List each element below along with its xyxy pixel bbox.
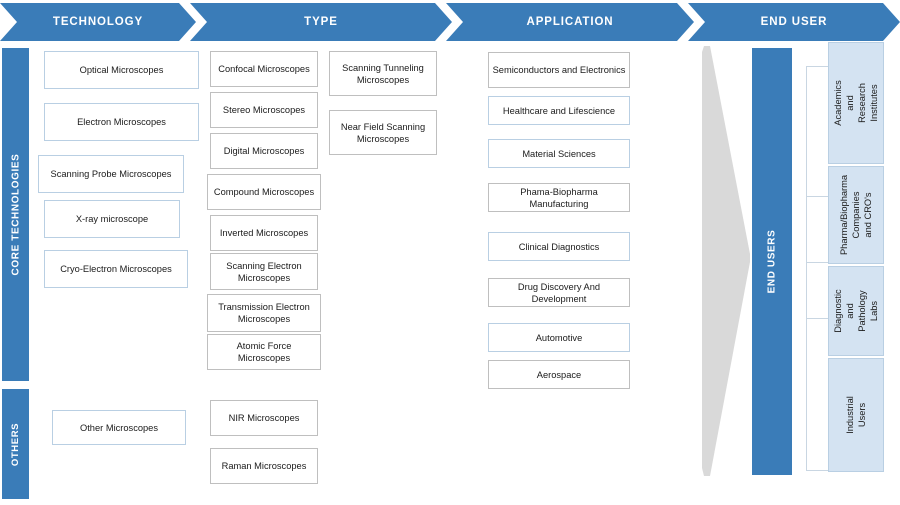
stage-header-end-user-label: END USER (760, 16, 828, 28)
technology-box-label: Other Microscopes (79, 422, 159, 433)
technology-box-label: X-ray microscope (75, 214, 149, 224)
type-box-label: NIR Microscopes (228, 413, 300, 423)
end-user-connector-stub-2 (806, 196, 828, 197)
type-box-label: Transmission Electron Microscopes (218, 302, 310, 324)
application-box-material-sciences[interactable]: Material Sciences (488, 139, 630, 168)
end-user-connector-spine (806, 66, 807, 470)
application-box-aerospace[interactable]: Aerospace (488, 360, 630, 389)
technology-box-cryo-electron-microscopes[interactable]: Cryo-Electron Microscopes (44, 250, 188, 288)
technology-box-label: Optical Microscopes (79, 65, 164, 75)
technology-box-optical-microscopes[interactable]: Optical Microscopes (44, 51, 199, 89)
application-box-healthcare-and-lifescience[interactable]: Healthcare and Lifescience (488, 96, 630, 125)
stage-header-band: TECHNOLOGY TYPE APPLICATION END USER (0, 3, 900, 41)
application-box-label: Aerospace (536, 369, 582, 380)
type-box-label: Scanning Tunneling Microscopes (342, 62, 424, 85)
application-box-clinical-diagnostics[interactable]: Clinical Diagnostics (488, 232, 630, 261)
type-box-transmission-electron-microscopes[interactable]: Transmission Electron Microscopes (207, 294, 321, 332)
type-box-confocal-microscopes[interactable]: Confocal Microscopes (210, 51, 318, 87)
stage-header-application[interactable]: APPLICATION (446, 3, 694, 41)
type-box-label: Scanning Electron Microscopes (226, 260, 302, 283)
stage-header-technology-label: TECHNOLOGY (52, 16, 144, 28)
stage-header-type[interactable]: TYPE (190, 3, 452, 41)
application-box-pharma-biopharma-manufacturing[interactable]: Phama-Biopharma Manufacturing (488, 183, 630, 212)
end-user-connector-stub-5 (806, 470, 828, 471)
type-box-raman-microscopes[interactable]: Raman Microscopes (210, 448, 318, 484)
sidebar-others: OTHERS (2, 389, 29, 499)
application-box-label: Clinical Diagnostics (518, 241, 600, 252)
technology-box-label: Electron Microscopes (77, 117, 166, 127)
type-box-stereo-microscopes[interactable]: Stereo Microscopes (210, 92, 318, 128)
type-box-label: Digital Microscopes (223, 146, 305, 156)
type-box-scanning-tunneling-microscopes[interactable]: Scanning Tunneling Microscopes (329, 51, 437, 96)
application-box-automotive[interactable]: Automotive (488, 323, 630, 352)
end-user-box-diagnostic-and-pathology-labs[interactable]: Diagnostic and Pathology Labs (828, 266, 884, 356)
end-user-box-pharma-biopharma-companies-and-cros[interactable]: Pharma/Biopharma Companies and CRO's (828, 166, 884, 264)
type-box-atomic-force-microscopes[interactable]: Atomic Force Microscopes (207, 334, 321, 370)
type-box-label: Raman Microscopes (221, 461, 307, 471)
application-box-drug-discovery-and-development[interactable]: Drug Discovery And Development (488, 278, 630, 307)
end-user-box-industrial-users[interactable]: Industrial Users (828, 358, 884, 472)
type-box-label: Inverted Microscopes (219, 228, 309, 238)
end-user-box-academics-and-research-institutes[interactable]: Academics and Research Institutes (828, 42, 884, 164)
stage-header-end-user[interactable]: END USER (688, 3, 900, 41)
sidebar-end-users: END USERS (752, 48, 792, 475)
stage-header-application-label: APPLICATION (526, 16, 614, 28)
end-user-box-label: Industrial Users (845, 396, 867, 434)
end-user-connector-stub-4 (806, 318, 828, 319)
end-user-box-label: Diagnostic and Pathology Labs (833, 289, 879, 333)
type-box-near-field-scanning-microscopes[interactable]: Near Field Scanning Microscopes (329, 110, 437, 155)
sidebar-core-technologies: CORE TECHNOLOGIES (2, 48, 29, 381)
application-box-label: Phama-Biopharma Manufacturing (520, 186, 598, 209)
application-box-label: Material Sciences (522, 148, 596, 159)
sidebar-end-users-label: END USERS (766, 229, 778, 294)
application-box-label: Healthcare and Lifescience (502, 105, 616, 116)
application-box-label: Semiconductors and Electronics (492, 65, 626, 75)
type-box-label: Compound Microscopes (213, 187, 315, 197)
end-user-connector-stub-1 (806, 66, 828, 67)
application-box-label: Automotive (535, 332, 583, 343)
type-box-label: Atomic Force Microscopes (236, 341, 292, 363)
type-box-nir-microscopes[interactable]: NIR Microscopes (210, 400, 318, 436)
sidebar-core-technologies-label: CORE TECHNOLOGIES (10, 153, 21, 276)
technology-box-xray-microscope[interactable]: X-ray microscope (44, 200, 180, 238)
technology-box-label: Scanning Probe Microscopes (50, 169, 172, 179)
technology-box-scanning-probe-microscopes[interactable]: Scanning Probe Microscopes (38, 155, 184, 193)
end-user-box-label: Academics and Research Institutes (833, 80, 879, 126)
application-box-label: Drug Discovery And Development (517, 281, 601, 304)
technology-box-other-microscopes[interactable]: Other Microscopes (52, 410, 186, 445)
sidebar-others-label: OTHERS (10, 422, 21, 466)
type-box-scanning-electron-microscopes[interactable]: Scanning Electron Microscopes (210, 253, 318, 290)
type-box-digital-microscopes[interactable]: Digital Microscopes (210, 133, 318, 169)
type-box-label: Stereo Microscopes (222, 105, 306, 115)
funnel-arrow-shape (702, 46, 750, 476)
type-box-inverted-microscopes[interactable]: Inverted Microscopes (210, 215, 318, 251)
end-user-box-label: Pharma/Biopharma Companies and CRO's (839, 174, 874, 256)
type-box-compound-microscopes[interactable]: Compound Microscopes (207, 174, 321, 210)
end-user-connector-stub-3 (806, 262, 828, 263)
technology-box-label: Cryo-Electron Microscopes (60, 264, 172, 274)
application-box-semiconductors-and-electronics[interactable]: Semiconductors and Electronics (488, 52, 630, 88)
technology-box-electron-microscopes[interactable]: Electron Microscopes (44, 103, 199, 141)
stage-header-type-label: TYPE (304, 16, 338, 28)
stage-header-technology[interactable]: TECHNOLOGY (0, 3, 196, 41)
type-box-label: Confocal Microscopes (218, 64, 310, 74)
type-box-label: Near Field Scanning Microscopes (340, 121, 426, 144)
